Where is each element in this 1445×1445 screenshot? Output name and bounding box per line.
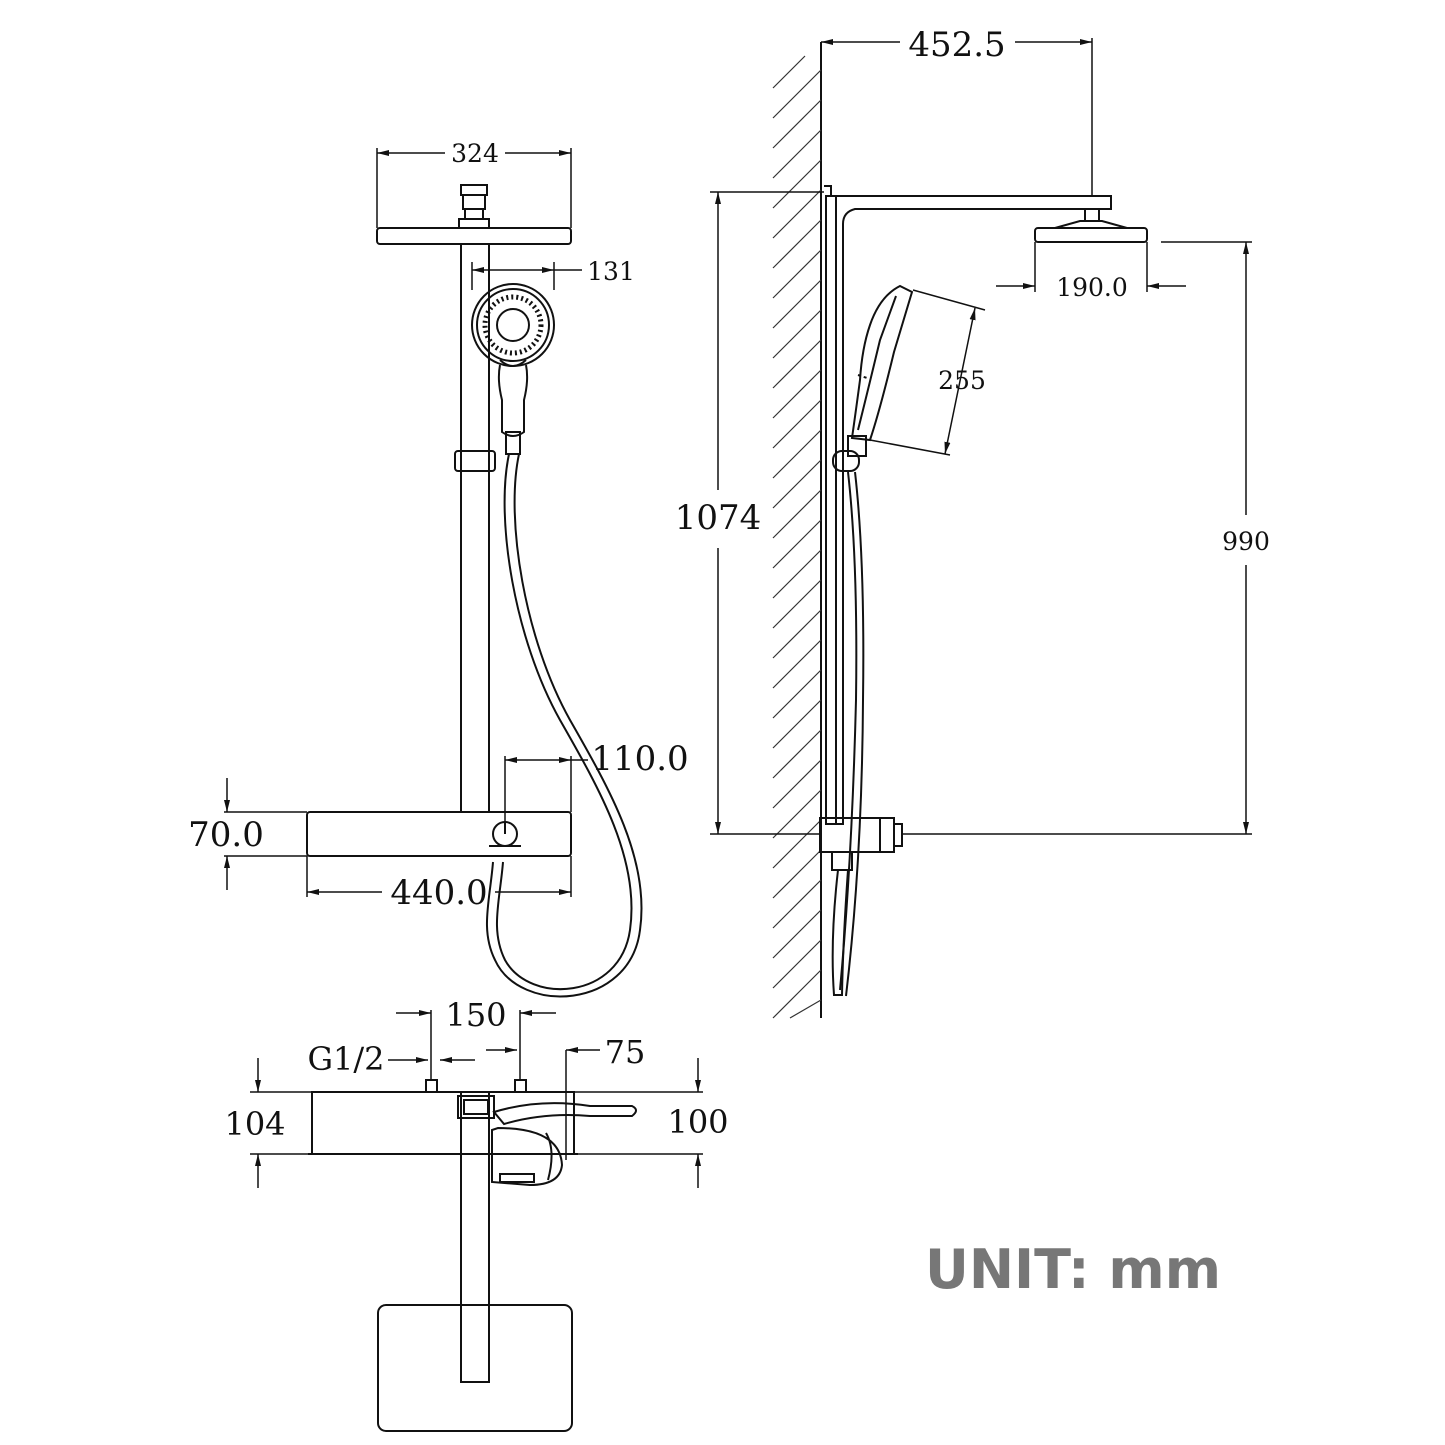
side-shower-hose xyxy=(840,472,856,990)
dim-front-knob-offset: 110.0 xyxy=(591,739,688,779)
side-shower-arm xyxy=(824,186,1111,824)
front-head-connector xyxy=(461,185,487,195)
dim-top-inlet-spacing: 150 xyxy=(445,996,506,1034)
dim-front-head-width: 324 xyxy=(451,139,499,168)
dimension-labels: 324 131 110.0 70.0 440.0 452.5 190.0 255… xyxy=(188,25,1270,1143)
top-view xyxy=(308,1080,636,1431)
dim-side-handshower-length: 255 xyxy=(938,366,986,395)
dim-side-total-height: 1074 xyxy=(675,498,762,538)
top-inlet-right xyxy=(515,1080,526,1092)
dim-top-inlet-thread: G1/2 xyxy=(307,1040,384,1078)
dim-top-depth-right: 100 xyxy=(667,1103,728,1141)
dim-side-arm-projection: 452.5 xyxy=(908,25,1005,65)
side-slide-holder xyxy=(833,451,859,471)
dim-top-inlet-offset: 75 xyxy=(605,1033,646,1071)
side-overhead-head xyxy=(1035,228,1147,242)
top-hand-shower xyxy=(492,1103,636,1185)
top-riser-pipe xyxy=(461,1092,489,1382)
unit-label: UNIT: mm xyxy=(925,1238,1221,1301)
dim-side-head-height: 990 xyxy=(1222,527,1270,556)
dim-front-shelf-height: 70.0 xyxy=(188,815,264,855)
dim-top-depth-left: 104 xyxy=(224,1105,285,1143)
front-temperature-knob xyxy=(489,822,521,846)
side-riser-pipe xyxy=(826,196,836,824)
front-hand-shower xyxy=(472,284,554,454)
side-hand-shower xyxy=(833,286,912,471)
front-thermostat-shelf xyxy=(307,812,571,856)
front-slide-holder xyxy=(455,451,495,471)
top-shelf-body xyxy=(312,1092,574,1154)
side-wall-hatching xyxy=(773,56,821,1018)
top-inlet-left xyxy=(426,1080,437,1092)
dim-side-head-diameter: 190.0 xyxy=(1056,273,1128,302)
front-overhead-shower-head xyxy=(377,228,571,244)
front-shower-hose xyxy=(497,454,632,989)
dim-front-handshower-diameter: 131 xyxy=(587,257,635,286)
top-overhead-head xyxy=(378,1305,572,1431)
side-view xyxy=(773,42,1147,1018)
front-view xyxy=(307,185,642,996)
dim-front-shelf-width: 440.0 xyxy=(390,873,487,913)
